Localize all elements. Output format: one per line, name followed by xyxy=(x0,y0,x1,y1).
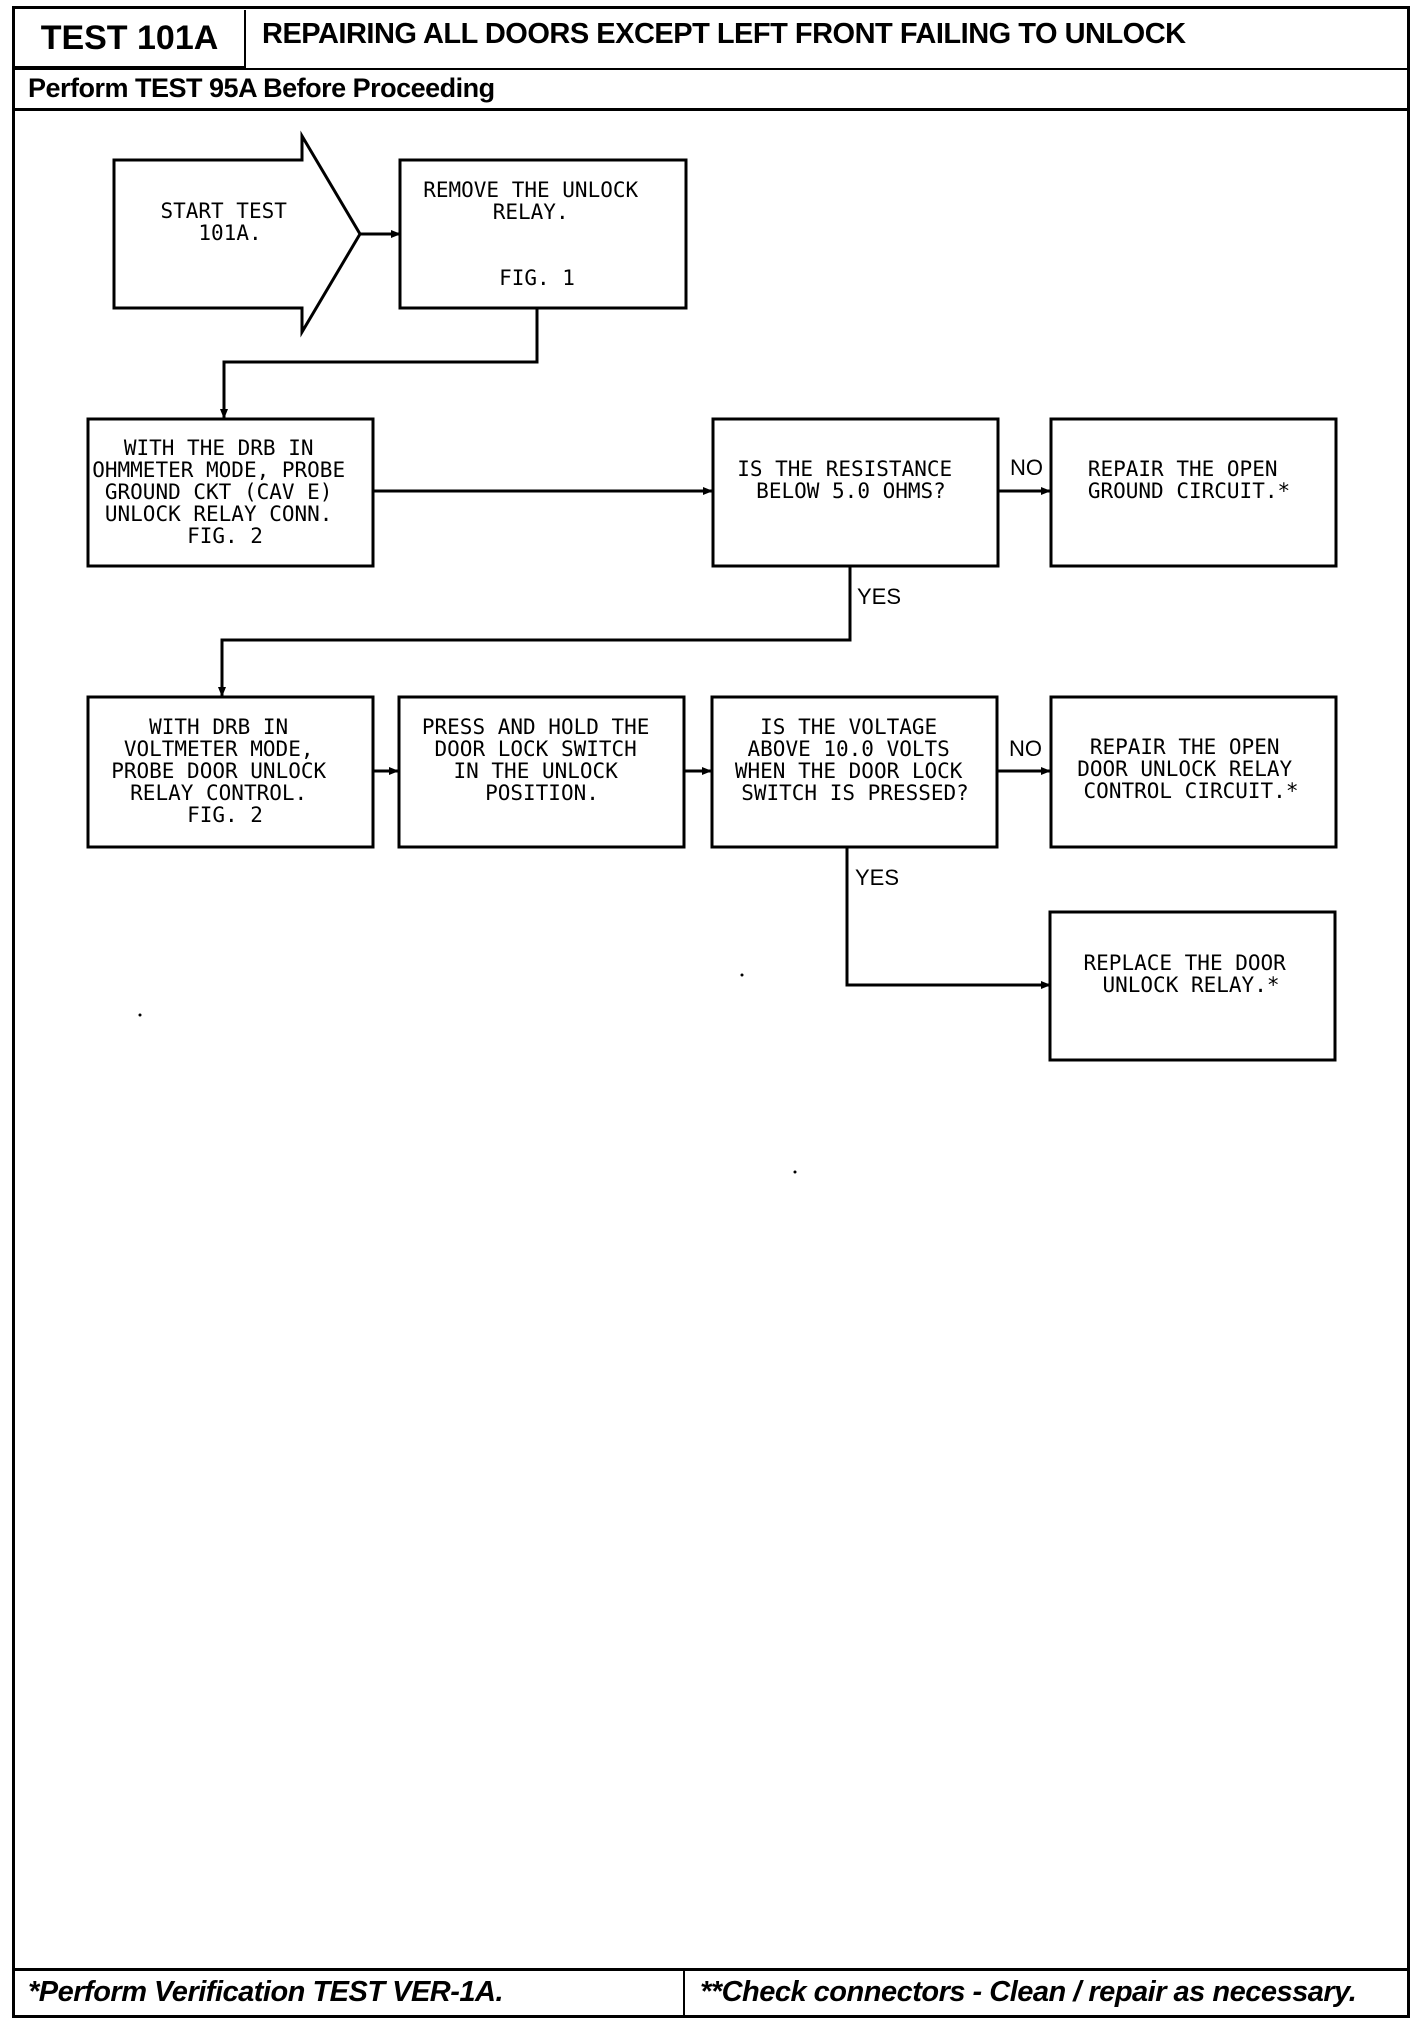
test-id: TEST 101A xyxy=(15,10,246,68)
box-remove-relay-text: REMOVE THE UNLOCK RELAY. FIG. 1 xyxy=(423,178,651,290)
connector-resq-yes xyxy=(218,566,852,697)
speck xyxy=(793,1170,797,1174)
box-ohmmeter-text: WITH THE DRB IN OHMMETER MODE, PROBE GRO… xyxy=(92,436,358,548)
box-remove-relay xyxy=(398,158,688,310)
page-frame xyxy=(12,6,1410,2018)
footer-note-left: *Perform Verification TEST VER-1A. xyxy=(28,1976,504,2008)
header-divider-bottom xyxy=(15,108,1407,111)
footer-divider xyxy=(15,1968,1407,1971)
page-title: REPAIRING ALL DOORS EXCEPT LEFT FRONT FA… xyxy=(262,18,1186,50)
label-no-2: NO xyxy=(1009,736,1042,761)
start-shape xyxy=(112,130,362,338)
box-resistance-question-text: IS THE RESISTANCE BELOW 5.0 OHMS? xyxy=(737,457,965,503)
box-repair-control xyxy=(1049,695,1338,849)
box-voltage-question-text: IS THE VOLTAGE ABOVE 10.0 VOLTS WHEN THE… xyxy=(735,715,975,805)
box-voltmeter-text: WITH DRB IN VOLTMETER MODE, PROBE DOOR U… xyxy=(111,715,339,827)
box-press-hold-text: PRESS AND HOLD THE DOOR LOCK SWITCH IN T… xyxy=(422,715,662,805)
box-repair-control-text: REPAIR THE OPEN DOOR UNLOCK RELAY CONTRO… xyxy=(1077,735,1305,803)
page-subtitle: Perform TEST 95A Before Proceeding xyxy=(28,73,495,103)
label-yes-1: YES xyxy=(857,584,901,609)
header-divider xyxy=(15,68,1407,70)
footer-note-right: **Check connectors - Clean / repair as n… xyxy=(700,1976,1357,2008)
start-text: START TEST 101A. xyxy=(160,199,299,245)
speck xyxy=(740,973,744,977)
speck xyxy=(138,1013,142,1017)
footer-column-divider xyxy=(683,1969,685,2015)
connector-remove-ohm xyxy=(220,308,539,419)
connector-voltq-yes xyxy=(845,847,1051,989)
label-yes-2: YES xyxy=(855,865,899,890)
box-repair-ground xyxy=(1049,417,1338,568)
box-replace-relay-text: REPLACE THE DOOR UNLOCK RELAY.* xyxy=(1084,951,1299,997)
box-repair-ground-text: REPAIR THE OPEN GROUND CIRCUIT.* xyxy=(1088,457,1290,503)
box-replace-relay xyxy=(1048,910,1337,1062)
label-no-1: NO xyxy=(1010,455,1043,480)
